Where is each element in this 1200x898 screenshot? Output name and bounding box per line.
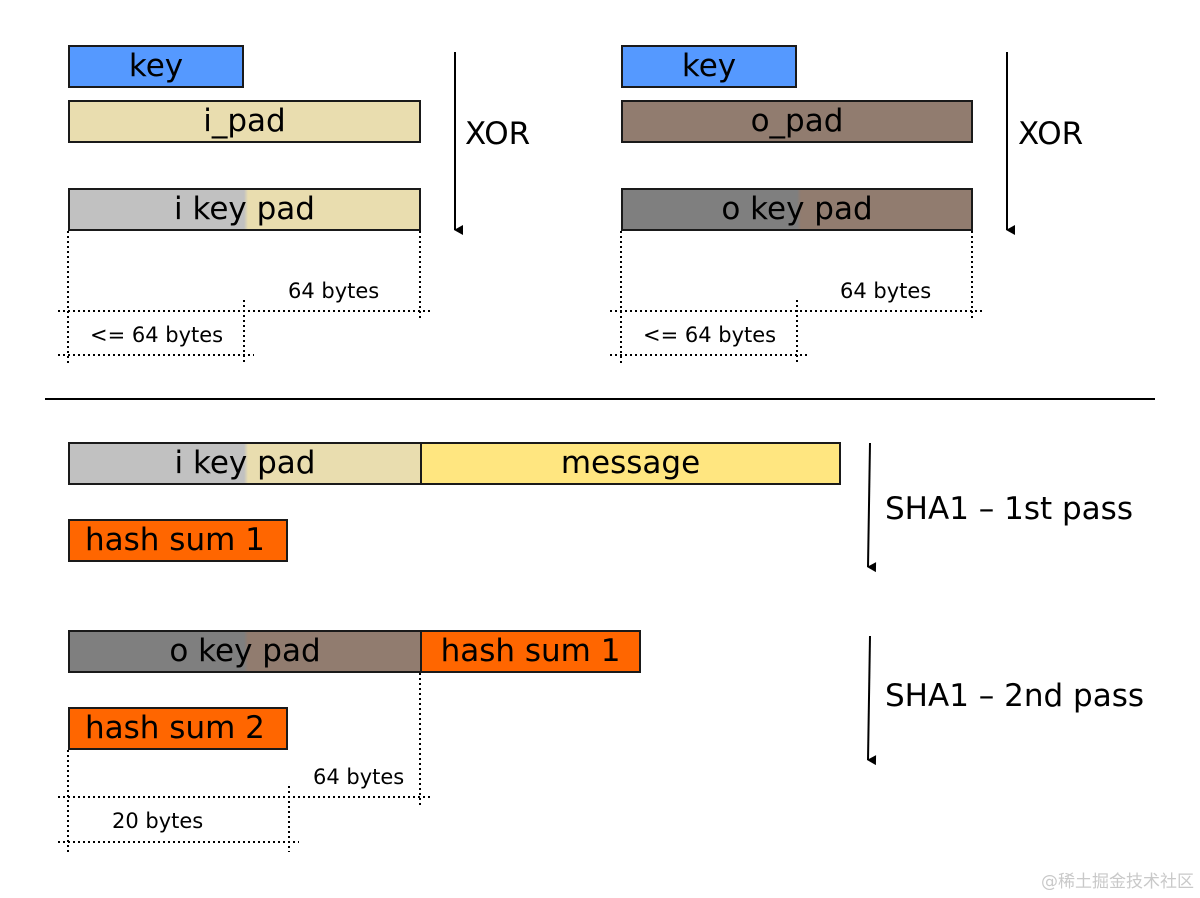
i-pad-box: i_pad (68, 100, 421, 143)
dimension-lines (58, 231, 982, 852)
i-key-pad-box: i key pad (68, 188, 421, 231)
full-size-label-bottom: 64 bytes (313, 765, 405, 789)
message-box: message (420, 442, 841, 485)
watermark: @稀土掘金技术社区 (1041, 872, 1194, 892)
key-box-left: key (68, 45, 244, 88)
xor-label-right: XOR (1018, 116, 1084, 152)
hash-sum-2-box: hash sum 2 (68, 707, 288, 750)
pass1-i-key-pad-box: i key pad (68, 442, 422, 485)
key-size-label-right: <= 64 bytes (643, 323, 777, 347)
xor-label-left: XOR (465, 116, 531, 152)
o-pad-box: o_pad (621, 100, 973, 143)
sha1-pass2-label: SHA1 – 2nd pass (885, 678, 1145, 714)
pass2-o-key-pad-box: o key pad (68, 630, 422, 673)
key-size-label-left: <= 64 bytes (90, 323, 224, 347)
sha1-pass1-label: SHA1 – 1st pass (885, 491, 1133, 527)
sha1-pass2-arrow (867, 635, 877, 766)
pass2-hash-sum-1-box: hash sum 1 (420, 630, 641, 673)
key-box-right: key (621, 45, 797, 88)
sha1-pass1-arrow (867, 442, 877, 573)
hash-size-label: 20 bytes (112, 809, 204, 833)
full-size-label-left: 64 bytes (288, 279, 380, 303)
full-size-label-right: 64 bytes (840, 279, 932, 303)
o-key-pad-box: o key pad (621, 188, 973, 231)
hash-sum-1-box: hash sum 1 (68, 519, 288, 562)
